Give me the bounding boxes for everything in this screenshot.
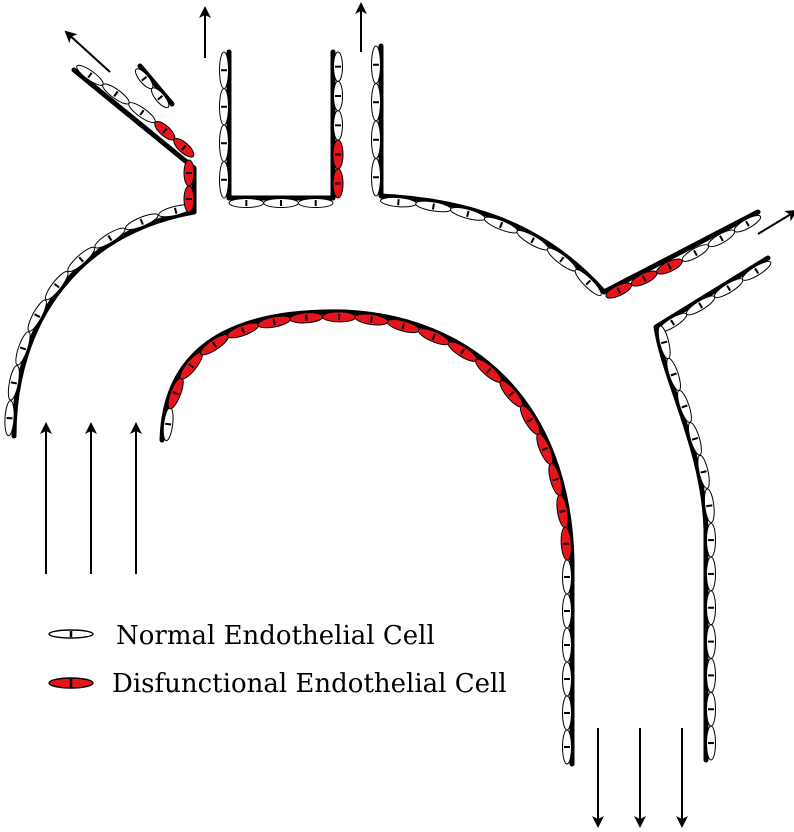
- dysfunctional-endothelial-cell: [184, 186, 194, 212]
- normal-endothelial-cell: [126, 100, 157, 126]
- normal-endothelial-cell: [220, 52, 229, 89]
- normal-endothelial-cell: [334, 81, 343, 110]
- dysfunctional-endothelial-cell: [322, 312, 355, 322]
- legend-dysfunctional-label: Disfunctional Endothelial Cell: [112, 669, 507, 699]
- legend-normal-cell-icon: [49, 630, 93, 638]
- normal-endothelial-cell: [372, 83, 381, 121]
- normal-endothelial-cell: [707, 523, 716, 557]
- endothelial-cells: [4, 46, 773, 764]
- normal-endothelial-cell: [334, 111, 343, 140]
- dysfunctional-endothelial-cell: [184, 160, 194, 186]
- normal-endothelial-cell: [563, 560, 572, 594]
- normal-endothelial-cell: [563, 628, 572, 662]
- normal-endothelial-cell: [220, 125, 229, 162]
- normal-endothelial-cell: [707, 591, 716, 625]
- branch-arrow-icon: [66, 32, 110, 72]
- normal-endothelial-cell: [707, 625, 716, 659]
- legend: Normal Endothelial Cell Disfunctional En…: [49, 621, 507, 699]
- normal-endothelial-cell: [264, 199, 299, 208]
- normal-endothelial-cell: [372, 46, 381, 84]
- legend-normal-label: Normal Endothelial Cell: [116, 621, 435, 651]
- dysfunctional-endothelial-cell: [333, 169, 343, 198]
- normal-endothelial-cell: [372, 121, 381, 159]
- normal-endothelial-cell: [220, 161, 229, 198]
- left-branch-wall: [74, 70, 194, 168]
- normal-endothelial-cell: [572, 267, 604, 299]
- normal-endothelial-cell: [563, 594, 572, 628]
- middle-branch-wall: [229, 52, 333, 198]
- normal-endothelial-cell: [298, 199, 333, 208]
- normal-endothelial-cell: [334, 52, 343, 81]
- normal-endothelial-cell: [563, 662, 572, 696]
- normal-endothelial-cell: [563, 730, 572, 764]
- dysfunctional-endothelial-cell: [333, 140, 343, 169]
- normal-endothelial-cell: [372, 158, 381, 196]
- normal-endothelial-cell: [220, 88, 229, 125]
- normal-endothelial-cell: [707, 692, 716, 726]
- branch-arrow-icon: [758, 211, 794, 234]
- normal-endothelial-cell: [229, 199, 264, 208]
- normal-endothelial-cell: [707, 557, 716, 591]
- normal-endothelial-cell: [707, 659, 716, 693]
- vessel-walls: [14, 46, 768, 764]
- legend-dysfunctional-cell-icon: [49, 678, 93, 688]
- normal-endothelial-cell: [563, 696, 572, 730]
- normal-endothelial-cell: [707, 726, 716, 760]
